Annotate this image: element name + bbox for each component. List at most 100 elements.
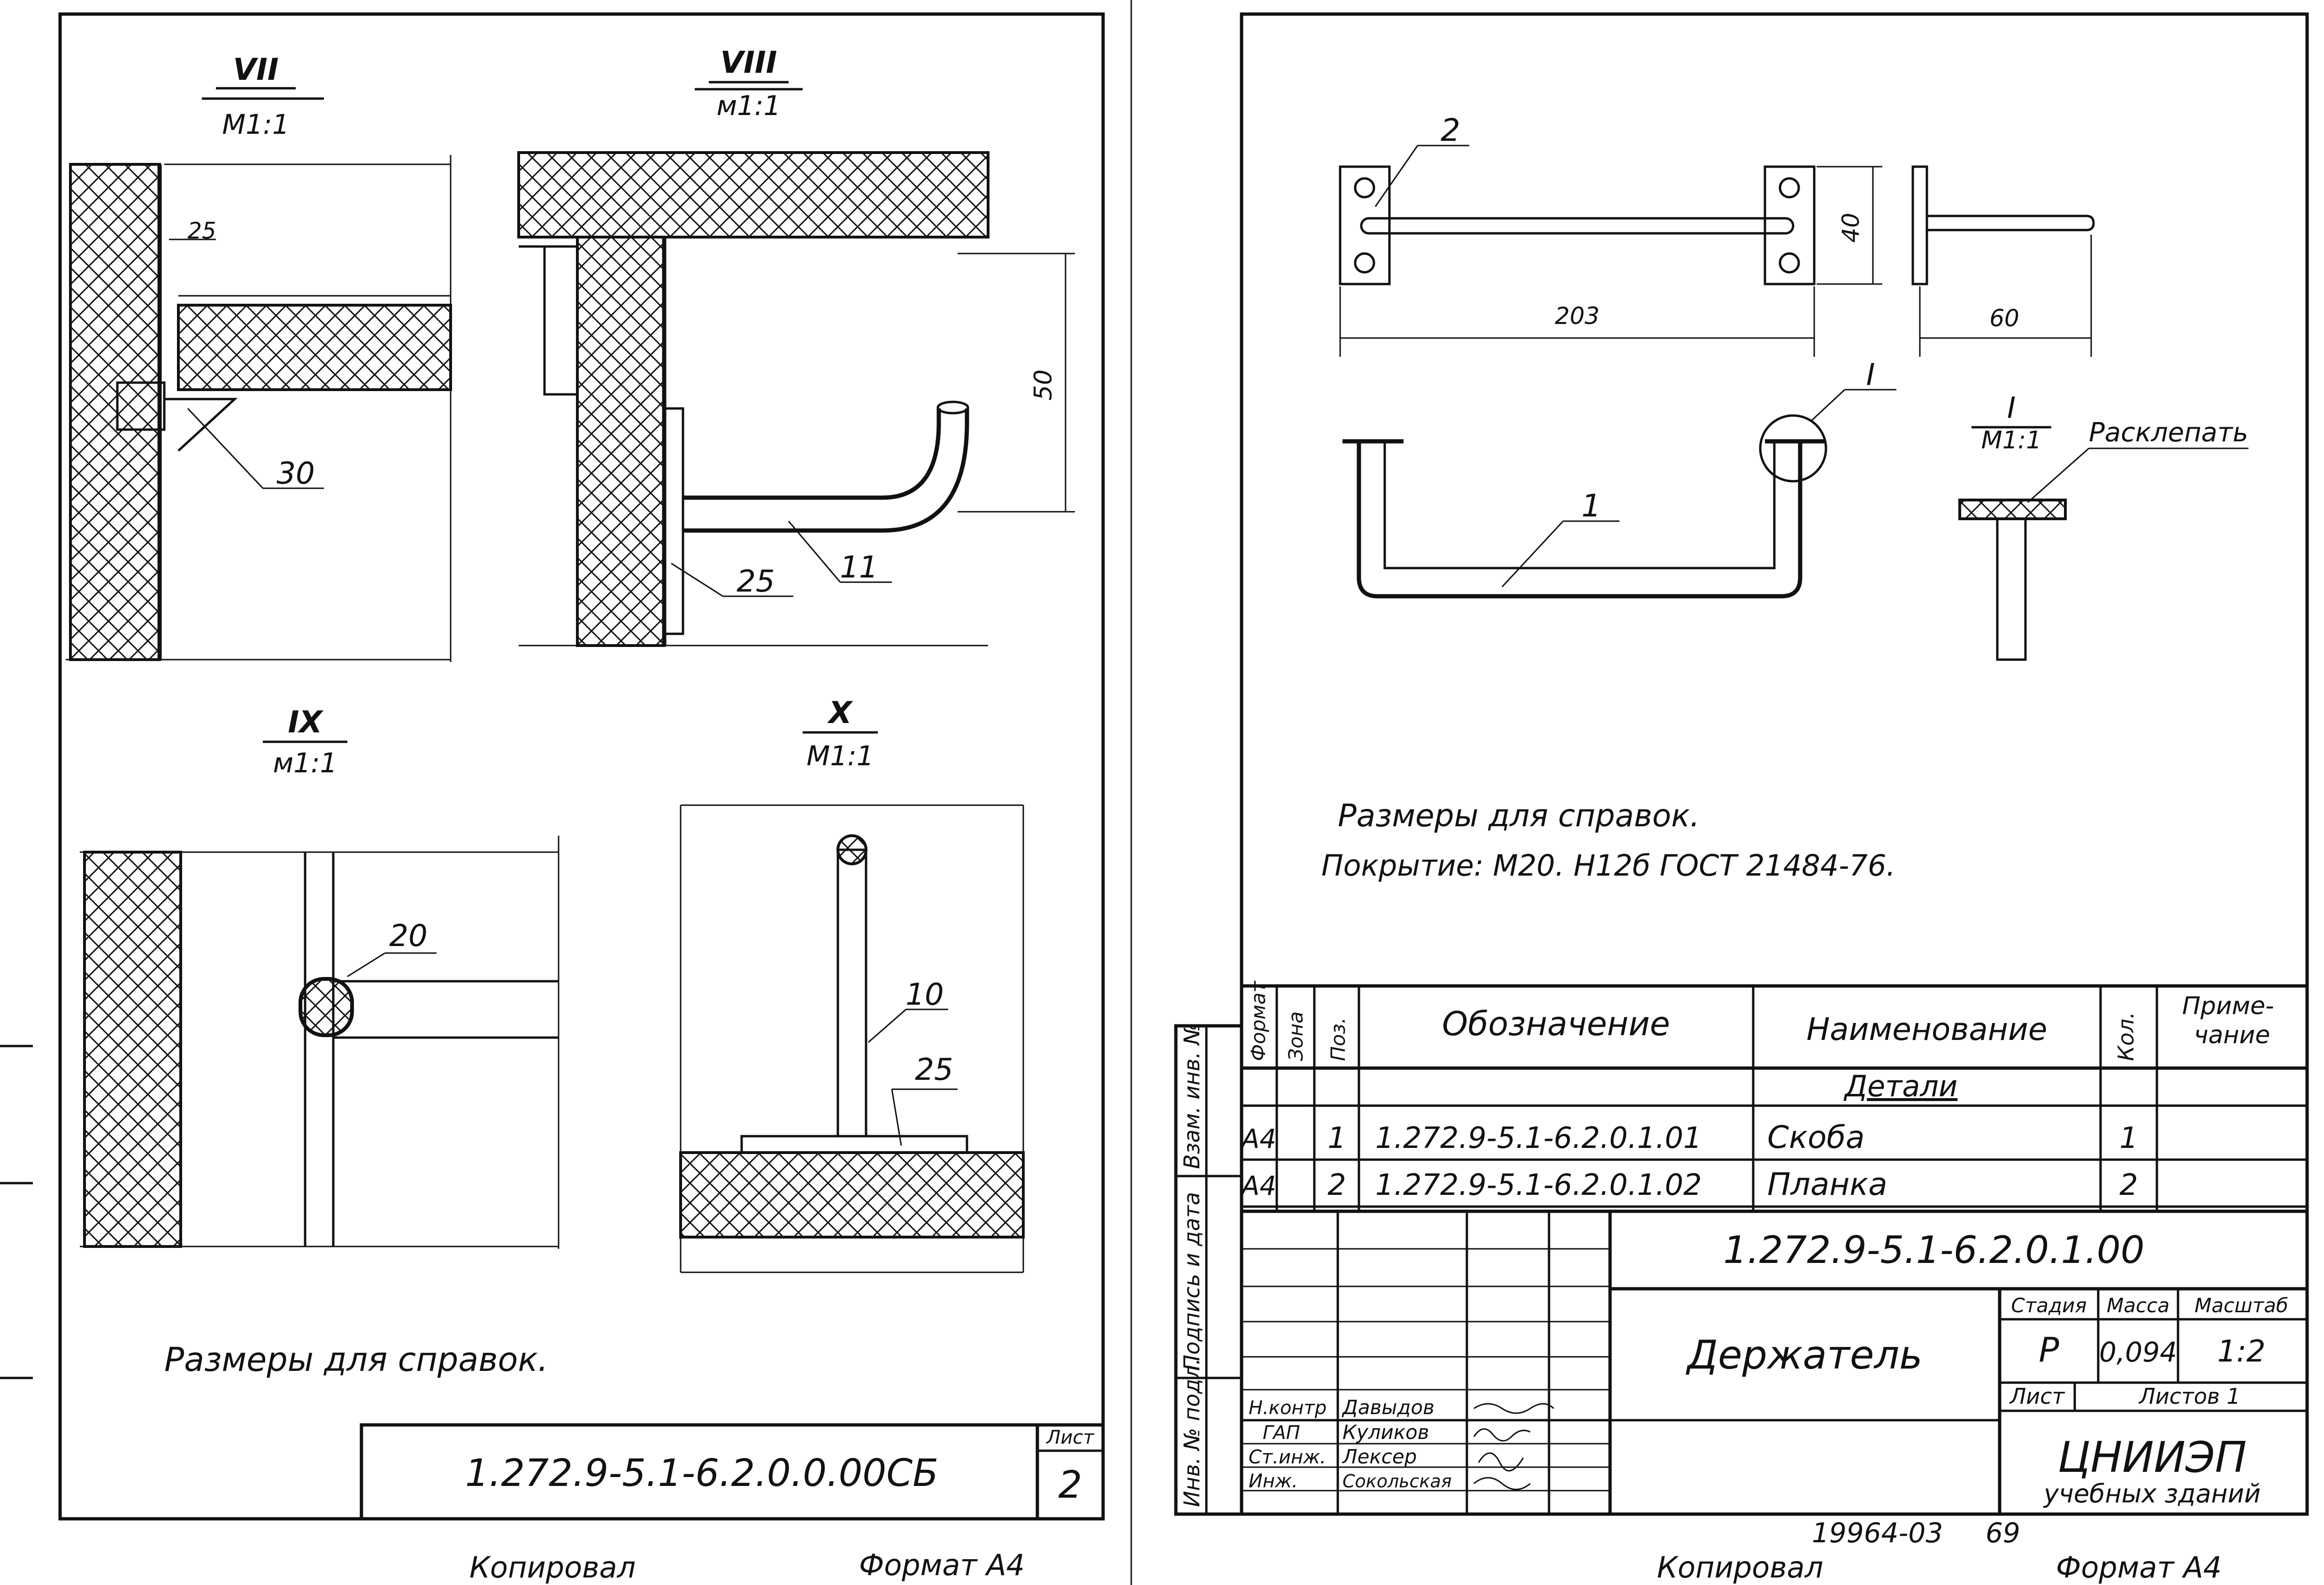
tb-designation: 1.272.9-5.1-6.2.0.1.00 xyxy=(1723,1228,2144,1272)
left-footer-copied: Копировал xyxy=(469,1550,636,1585)
row1-qty: 1 xyxy=(2119,1121,2138,1155)
row2-name: Планка xyxy=(1767,1166,1887,1202)
view-viii-dim: 50 xyxy=(1029,369,1058,400)
view-vii-panel-insulation xyxy=(177,304,452,391)
bracket-rod-plan xyxy=(1360,217,1795,235)
left-sheet: VII М1:1 25 30 VIII м1:1 xyxy=(58,12,1105,1585)
dim-depth: 60 xyxy=(1989,305,2019,332)
view-x: X М1:1 10 25 xyxy=(679,696,1025,1273)
view-vii-id: VII xyxy=(233,53,278,87)
tb-stage-label: Стадия xyxy=(2011,1294,2086,1317)
right-footer-number: 19964-03 xyxy=(1812,1517,1943,1549)
tb-org-sub: учебных зданий xyxy=(2043,1479,2261,1508)
side-strip-replace: Взам. инв. № xyxy=(1179,1023,1204,1169)
spec-table: Формат Зона Поз. Обозначение Наименовани… xyxy=(1240,980,2309,1213)
view-ix-scale: м1:1 xyxy=(273,747,337,779)
view-vii: VII М1:1 25 30 xyxy=(66,53,452,662)
view-ix-id: IX xyxy=(288,705,323,740)
view-viii-scale: м1:1 xyxy=(716,90,781,122)
tb-sheet-label: Лист xyxy=(2009,1384,2065,1409)
view-viii-pos-b: 11 xyxy=(840,550,878,585)
view-ix-wall-insulation xyxy=(83,851,182,1248)
right-note-2: Покрытие: М20. Н12б ГОСТ 21484-76. xyxy=(1321,848,1895,883)
row2-designation: 1.272.9-5.1-6.2.0.1.02 xyxy=(1375,1168,1702,1202)
dim-width: 203 xyxy=(1555,302,1599,330)
view-viii-pos-a: 25 xyxy=(736,564,775,599)
detail-i-circle xyxy=(1759,414,1827,483)
th-designation: Обозначение xyxy=(1442,1005,1670,1043)
plate-left xyxy=(1339,165,1391,285)
row1-pos: 1 xyxy=(1327,1121,1346,1155)
signature-3 xyxy=(1478,1452,1524,1472)
th-pos: Поз. xyxy=(1327,1017,1350,1061)
dim-height: 40 xyxy=(1837,213,1864,243)
view-vii-scale: М1:1 xyxy=(222,108,289,140)
row2-format: А4 xyxy=(1240,1171,1276,1201)
tb-name-1: Давыдов xyxy=(1342,1396,1434,1419)
view-x-insulation xyxy=(679,1151,1025,1239)
tb-name: Держатель xyxy=(1685,1332,1923,1378)
view-viii-roof-insulation xyxy=(517,151,989,239)
right-note-1: Размеры для справок. xyxy=(1338,798,1700,834)
tb-name-3: Лексер xyxy=(1342,1445,1417,1468)
view-x-rod xyxy=(836,848,867,1138)
detail-i-note: Расклепать xyxy=(2089,417,2248,448)
tb-scale: 1:2 xyxy=(2217,1334,2266,1369)
left-note: Размеры для справок. xyxy=(164,1340,548,1379)
detail-i-id: I xyxy=(2007,391,2016,425)
view-ix-pos: 20 xyxy=(389,919,427,954)
left-footer-format: Формат А4 xyxy=(859,1548,1025,1582)
view-x-pos-b: 25 xyxy=(915,1053,953,1087)
tb-role-1: Н.контр xyxy=(1249,1397,1327,1419)
view-viii-wall-insulation xyxy=(576,236,666,647)
tb-org: ЦНИИЭП xyxy=(2058,1433,2247,1482)
view-ix: IX м1:1 20 xyxy=(80,705,560,1249)
view-x-scale: М1:1 xyxy=(806,740,874,772)
view-vii-wall-insulation xyxy=(69,163,161,661)
view-viii-plate xyxy=(663,407,684,635)
right-footer-format: Формат А4 xyxy=(2056,1550,2222,1585)
left-designation: 1.272.9-5.1-6.2.0.0.00СБ xyxy=(465,1451,938,1495)
view-viii-hook xyxy=(683,408,941,500)
signature-1 xyxy=(1473,1403,1555,1414)
th-zone: Зона xyxy=(1284,1011,1307,1061)
bracket-side-view: 60 xyxy=(1911,165,2095,357)
row2-qty: 2 xyxy=(2119,1168,2138,1202)
tb-mass: 0,094 xyxy=(2099,1336,2177,1368)
staple-body xyxy=(1357,441,1802,599)
view-vii-bolt xyxy=(116,381,166,431)
view-x-pos-a: 10 xyxy=(905,977,943,1012)
detail-i-scale: М1:1 xyxy=(1981,426,2042,454)
tb-stage: Р xyxy=(2039,1330,2059,1370)
tb-role-3: Ст.инж. xyxy=(1249,1447,1326,1468)
view-ix-rivet xyxy=(299,977,354,1037)
th-note-line2: чание xyxy=(2194,1021,2270,1049)
right-sheet: 203 40 2 60 I xyxy=(1174,12,2309,1585)
signature-2 xyxy=(1473,1428,1531,1442)
view-viii-id: VIII xyxy=(721,46,777,80)
pos-label-2: 2 xyxy=(1441,112,1460,148)
row1-name: Скоба xyxy=(1767,1119,1864,1155)
row2-pos: 2 xyxy=(1327,1168,1346,1202)
view-vii-dim: 25 xyxy=(187,218,216,244)
view-vii-pos: 30 xyxy=(276,456,314,491)
left-sheet-no: 2 xyxy=(1058,1463,1082,1507)
bracket-plan-view: 203 40 2 xyxy=(1339,112,1882,357)
row1-format: А4 xyxy=(1240,1124,1276,1154)
tb-sheets-label: Листов 1 xyxy=(2138,1384,2240,1409)
side-strip-sign: Подпись и дата xyxy=(1179,1192,1204,1371)
th-note: Приме- чание xyxy=(2182,992,2282,1049)
detail-i-ref: I xyxy=(1866,358,1875,392)
th-qty: Кол. xyxy=(2113,1012,2139,1061)
left-sheet-label: Лист xyxy=(1045,1427,1095,1448)
tb-role-4: Инж. xyxy=(1249,1470,1298,1492)
view-x-id: X xyxy=(827,696,853,731)
spec-section-title: Детали xyxy=(1843,1069,1958,1103)
right-title-block: 1.272.9-5.1-6.2.0.1.00 Держатель Стадия … xyxy=(1240,1209,2309,1516)
th-note-line1: Приме- xyxy=(2182,992,2274,1020)
plate-right xyxy=(1764,165,1816,285)
row1-designation: 1.272.9-5.1-6.2.0.1.01 xyxy=(1375,1121,1702,1155)
tb-scale-label: Масштаб xyxy=(2194,1294,2288,1317)
left-title-block: 1.272.9-5.1-6.2.0.0.00СБ Лист 2 xyxy=(360,1423,1105,1521)
